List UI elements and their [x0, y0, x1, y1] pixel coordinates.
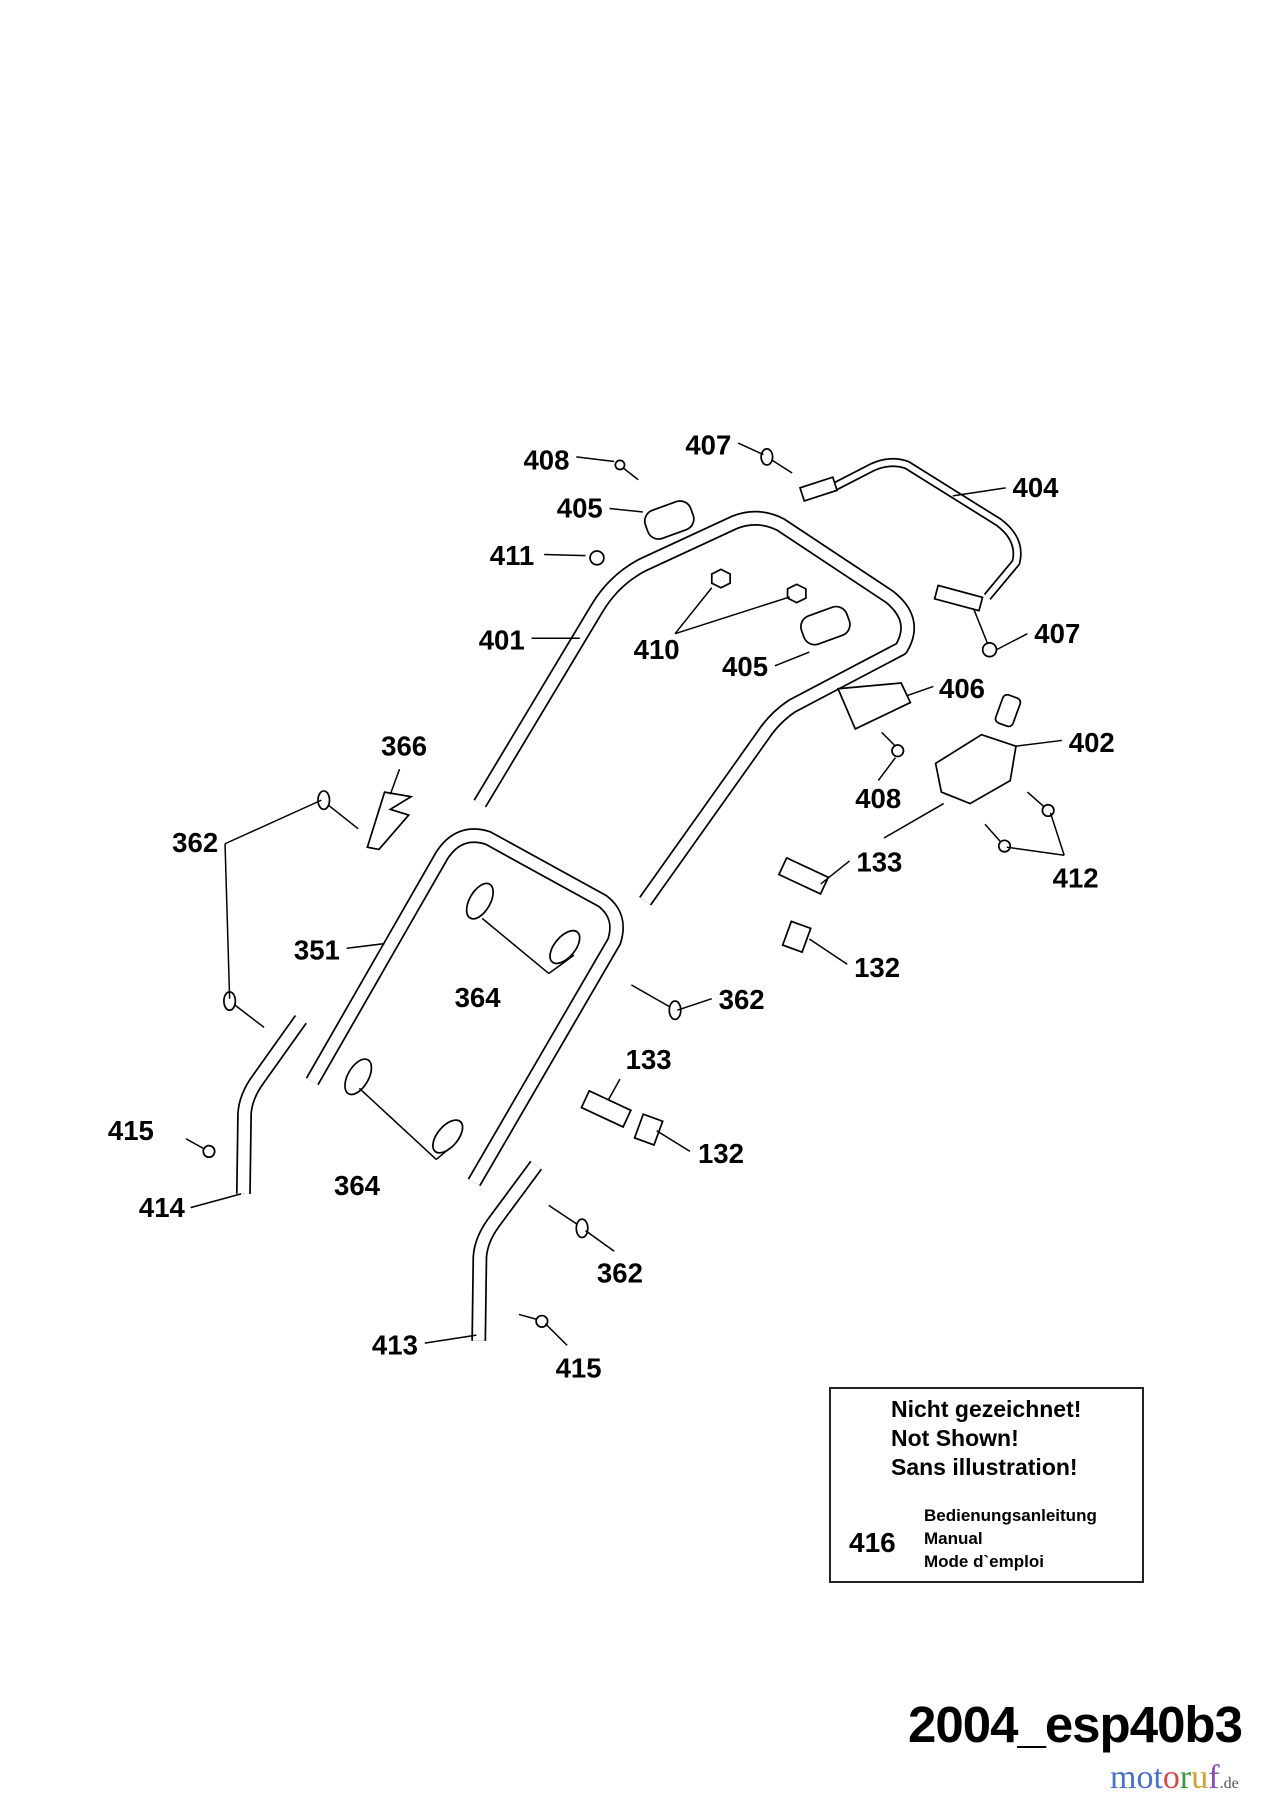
part-label-412: 412 — [1053, 862, 1099, 893]
part-label-410: 410 — [634, 634, 680, 665]
note-part-number: 416 — [849, 1527, 896, 1558]
part-label-407: 407 — [685, 430, 731, 461]
part-label-364: 364 — [334, 1170, 381, 1201]
part-label-408: 408 — [855, 783, 901, 814]
part-label-362: 362 — [719, 984, 765, 1015]
part-label-351: 351 — [294, 935, 340, 966]
part-label-364: 364 — [455, 982, 502, 1013]
leader-lines — [190, 442, 1065, 1346]
part-label-407: 407 — [1034, 618, 1080, 649]
note-heading-fr: Sans illustration! — [891, 1454, 1078, 1480]
part-label-414: 414 — [139, 1192, 186, 1223]
watermark-logo: motoruf.de — [1110, 1759, 1239, 1796]
note-part-name-fr: Mode d`emploi — [924, 1552, 1044, 1571]
part-label-405: 405 — [722, 651, 768, 682]
note-part-name-de: Bedienungsanleitung — [924, 1506, 1097, 1525]
part-label-362: 362 — [597, 1257, 643, 1288]
part-label-408: 408 — [523, 445, 569, 476]
callout-labels: 408 407 404 405 411 401 410 405 407 406 402 366 408 3… — [108, 430, 1115, 1384]
part-label-132: 132 — [698, 1138, 744, 1169]
control-bail-404 — [798, 457, 1022, 612]
lower-tube-413 — [471, 1160, 543, 1341]
part-label-405: 405 — [557, 493, 603, 524]
part-label-411: 411 — [490, 540, 534, 571]
upper-handle-401 — [473, 510, 916, 906]
part-label-133: 133 — [856, 846, 902, 877]
not-shown-note-box: Nicht gezeichnet! Not Shown! Sans illust… — [829, 1387, 1144, 1583]
part-label-366: 366 — [381, 730, 427, 761]
lower-handle-351 — [305, 828, 624, 1187]
part-label-413: 413 — [372, 1330, 418, 1361]
note-part-name-en: Manual — [924, 1529, 983, 1548]
note-heading-de: Nicht gezeichnet! — [891, 1396, 1082, 1422]
part-label-133: 133 — [626, 1044, 672, 1075]
part-label-406: 406 — [939, 673, 985, 704]
note-heading-en: Not Shown! — [891, 1425, 1019, 1451]
part-label-415: 415 — [556, 1353, 602, 1384]
part-label-132: 132 — [854, 952, 900, 983]
part-label-404: 404 — [1013, 472, 1060, 503]
lower-tube-414 — [235, 1015, 307, 1194]
part-label-401: 401 — [479, 625, 525, 656]
part-label-415: 415 — [108, 1115, 154, 1146]
part-label-402: 402 — [1069, 727, 1115, 758]
drawing-code: 2004_esp40b3 — [908, 1696, 1243, 1753]
small-parts — [185, 447, 1055, 1328]
part-label-362: 362 — [172, 827, 218, 858]
